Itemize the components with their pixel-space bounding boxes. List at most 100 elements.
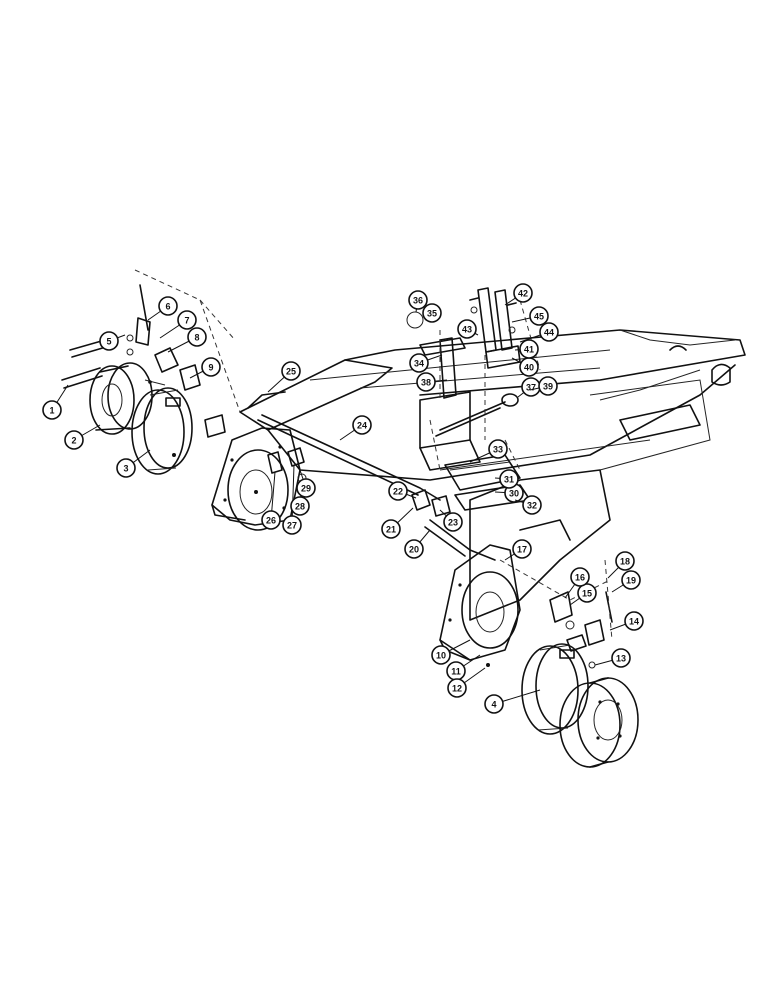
callout-label: 13 [616, 654, 626, 664]
callout-label: 12 [452, 684, 462, 694]
callout-25: 25 [281, 361, 301, 381]
callout-label: 4 [491, 700, 496, 710]
callout-circle [408, 290, 428, 310]
callout-44: 44 [539, 322, 559, 342]
callout-label: 31 [504, 475, 514, 485]
callout-31: 31 [499, 469, 519, 489]
callout-label: 23 [448, 518, 458, 528]
callout-circle [570, 567, 590, 587]
main-frame [239, 329, 746, 621]
callout-circle [116, 458, 136, 478]
axle-pins [61, 339, 107, 389]
callout-22: 22 [388, 481, 408, 501]
callout-40: 40 [519, 357, 539, 377]
callout-4: 4 [484, 694, 504, 714]
callout-circle [201, 357, 221, 377]
left-brake-band [131, 387, 193, 475]
callout-circle [177, 310, 197, 330]
callout-circle [611, 648, 631, 668]
callout-label: 34 [414, 359, 424, 369]
callout-43: 43 [457, 319, 477, 339]
callout-circle [381, 519, 401, 539]
callout-circle [99, 331, 119, 351]
callout-circle [499, 469, 519, 489]
left-brake-hardware [126, 284, 226, 457]
callout-label: 3 [123, 464, 128, 474]
callout-label: 20 [409, 545, 419, 555]
callout-34: 34 [409, 353, 429, 373]
callout-circle [409, 353, 429, 373]
callout-circle [529, 306, 549, 326]
callout-label: 38 [421, 378, 431, 388]
pedal-bracket-assembly [406, 287, 521, 471]
callout-circle [388, 481, 408, 501]
callout-label: 10 [436, 651, 446, 661]
callout-38: 38 [416, 372, 436, 392]
callout-label: 39 [543, 382, 553, 392]
callout-circle [484, 694, 504, 714]
callout-15: 15 [577, 583, 597, 603]
left-axle-housing [211, 427, 301, 531]
callout-circle [538, 376, 558, 396]
callout-36: 36 [408, 290, 428, 310]
callout-circle [513, 283, 533, 303]
callout-circle [431, 645, 451, 665]
callout-24: 24 [352, 415, 372, 435]
callout-label: 28 [295, 502, 305, 512]
callout-1: 1 [42, 400, 62, 420]
callout-3: 3 [116, 458, 136, 478]
callout-8: 8 [187, 327, 207, 347]
callout-9: 9 [201, 357, 221, 377]
callout-2: 2 [64, 430, 84, 450]
callout-label: 16 [575, 573, 585, 583]
callout-circle [64, 430, 84, 450]
callout-label: 15 [582, 589, 592, 599]
callout-label: 21 [386, 525, 396, 535]
callout-10: 10 [431, 645, 451, 665]
callout-label: 35 [427, 309, 437, 319]
callout-14: 14 [624, 611, 644, 631]
callout-label: 40 [524, 363, 534, 373]
callout-29: 29 [296, 478, 316, 498]
callout-label: 6 [165, 302, 170, 312]
callout-label: 27 [287, 521, 297, 531]
callout-21: 21 [381, 519, 401, 539]
callout-circle [624, 611, 644, 631]
callout-label: 24 [357, 421, 367, 431]
callout-label: 42 [518, 289, 528, 299]
callout-17: 17 [512, 539, 532, 559]
callout-label: 9 [208, 363, 213, 373]
callout-label: 22 [393, 487, 403, 497]
right-brake-drum [559, 677, 639, 768]
callout-45: 45 [529, 306, 549, 326]
callout-20: 20 [404, 539, 424, 559]
callout-label: 19 [626, 576, 636, 586]
callout-12: 12 [447, 678, 467, 698]
callout-circle [615, 551, 635, 571]
callout-circle [158, 296, 178, 316]
callout-16: 16 [570, 567, 590, 587]
callout-label: 2 [71, 436, 76, 446]
callout-leader-27 [291, 464, 295, 526]
callout-label: 8 [194, 333, 199, 343]
callout-label: 1 [49, 406, 54, 416]
callout-35: 35 [422, 303, 442, 323]
right-brake-hardware [486, 591, 613, 669]
callout-42: 42 [513, 283, 533, 303]
callout-label: 29 [301, 484, 311, 494]
callout-41: 41 [519, 339, 539, 359]
callout-label: 45 [534, 312, 544, 322]
callout-circle [404, 539, 424, 559]
explosion-lines [134, 269, 613, 641]
callout-6: 6 [158, 296, 178, 316]
callout-28: 28 [290, 496, 310, 516]
callout-circle [281, 361, 301, 381]
callout-circle [416, 372, 436, 392]
callout-label: 41 [524, 345, 534, 355]
callout-circle [488, 439, 508, 459]
callout-5: 5 [99, 331, 119, 351]
callout-circle [522, 495, 542, 515]
callout-label: 26 [266, 516, 276, 526]
callout-circle [352, 415, 372, 435]
